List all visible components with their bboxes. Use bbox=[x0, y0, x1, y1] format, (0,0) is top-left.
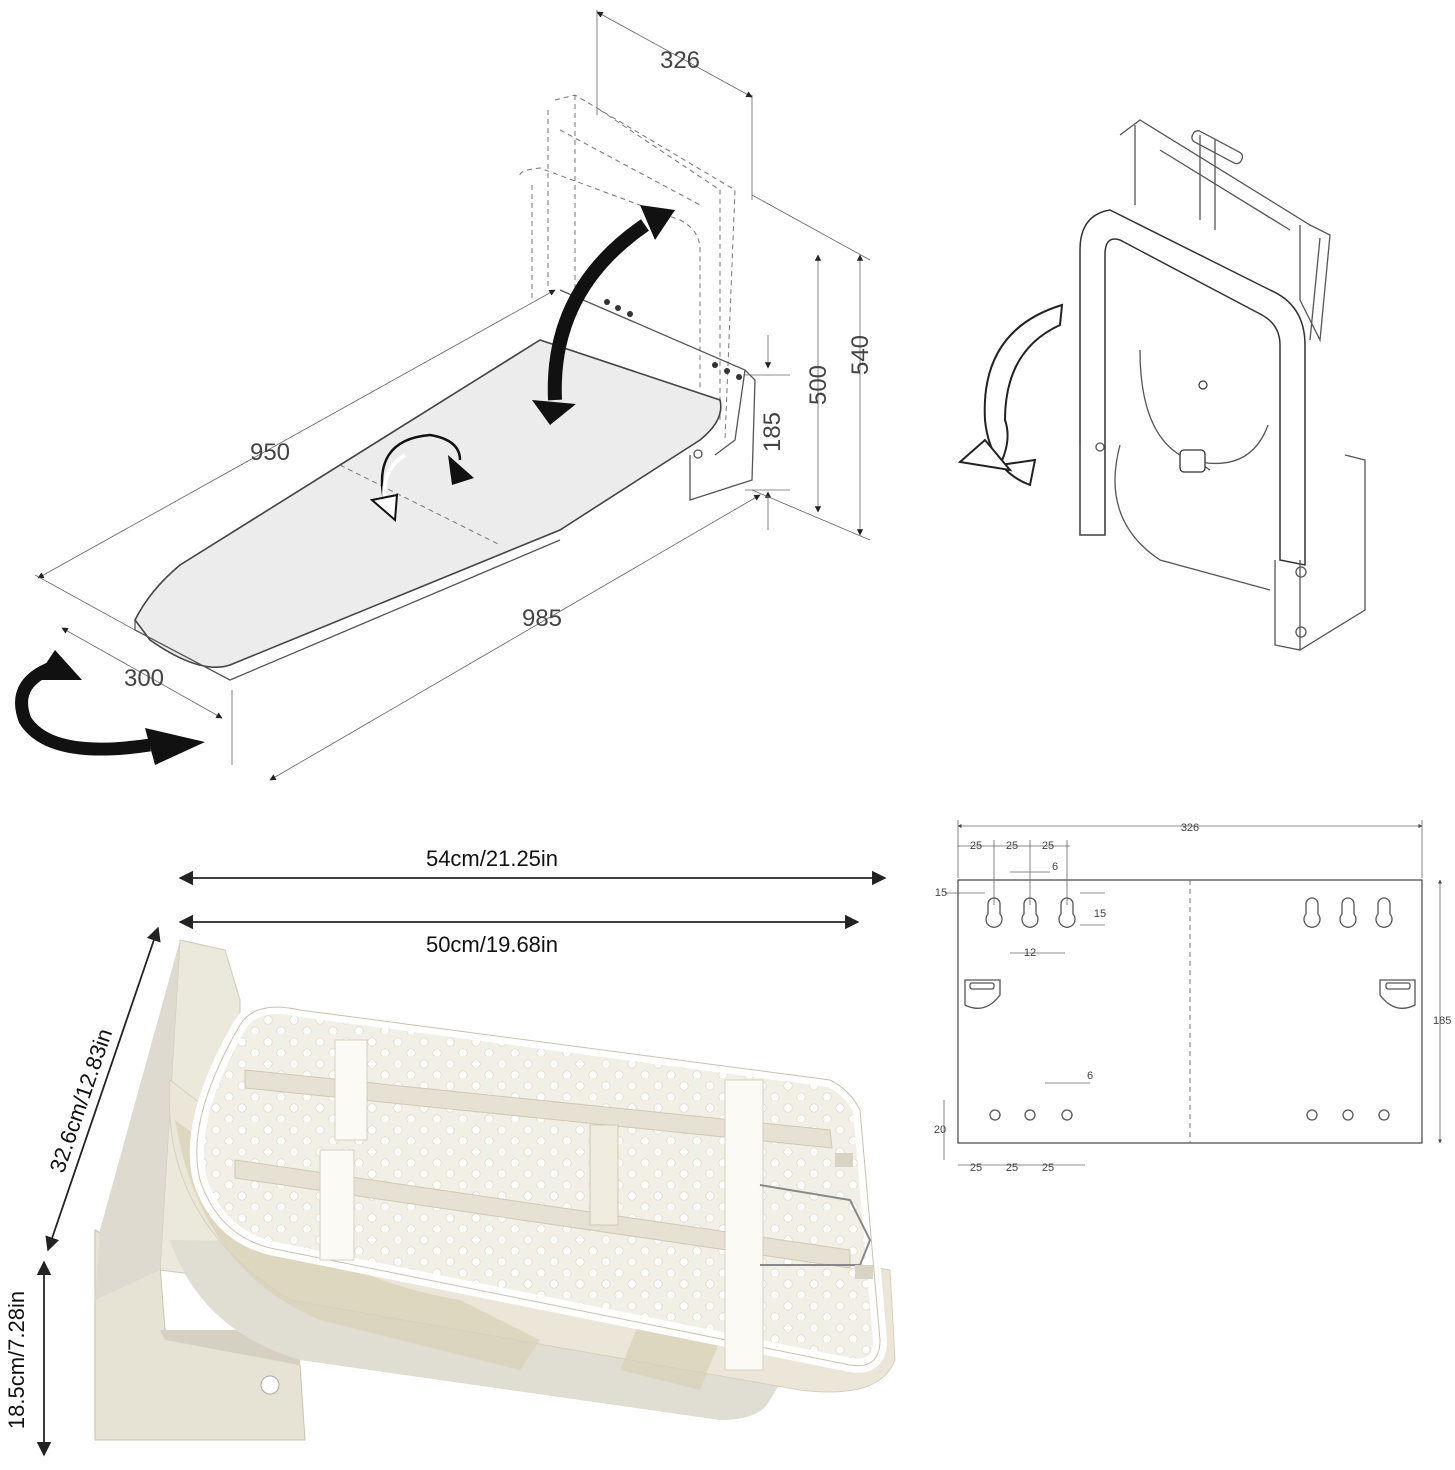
wall-bracket bbox=[559, 289, 756, 501]
lower-holes bbox=[989, 1109, 1390, 1121]
hole-spacing-1: 25 bbox=[970, 840, 982, 852]
dim-board-width: 300 bbox=[124, 665, 164, 692]
photo-board-length: 50cm/19.68in bbox=[426, 932, 558, 957]
unfold-arrow-icon bbox=[957, 303, 1064, 487]
plate-width-label: 326 bbox=[1181, 822, 1199, 834]
bottom-spacing-1: 25 bbox=[970, 1162, 982, 1174]
product-photo bbox=[94, 939, 896, 1441]
slot-offset-top-label: 15 bbox=[935, 887, 947, 899]
dim-depth-top: 326 bbox=[660, 47, 700, 74]
photo-outer-length: 54cm/21.25in bbox=[426, 846, 558, 871]
bottom-spacing-3: 25 bbox=[1042, 1162, 1054, 1174]
photo-height: 18.5cm/7.28in bbox=[4, 1291, 29, 1429]
keyhole-slots bbox=[985, 897, 1393, 928]
hole-spacing-2: 25 bbox=[1006, 840, 1018, 852]
dim-board-length: 950 bbox=[250, 439, 290, 466]
dim-total-height: 540 bbox=[847, 335, 874, 375]
mounting-plate-drawing: 326 185 25 25 25 6 15 15 12 bbox=[934, 820, 1451, 1174]
rotate-arrow-icon bbox=[15, 650, 205, 765]
slot-width-label: 6 bbox=[1052, 861, 1058, 873]
isometric-board-drawing: 326 950 985 300 185 500 540 bbox=[15, 10, 874, 781]
lower-hole-offset-label: 20 bbox=[934, 1124, 946, 1136]
slot-pitch-label: 12 bbox=[1024, 947, 1036, 959]
dim-folded-height: 500 bbox=[805, 365, 832, 405]
slot-length-label: 15 bbox=[1094, 908, 1106, 920]
ironing-board-surface bbox=[134, 339, 722, 668]
photo-dimension-lines bbox=[36, 870, 887, 1457]
folded-frame-ghost bbox=[519, 94, 736, 441]
hole-spacing-3: 25 bbox=[1042, 840, 1054, 852]
dim-overall-length: 985 bbox=[522, 605, 562, 632]
plate-height-label: 185 bbox=[1433, 1015, 1451, 1027]
lower-hole-diameter-label: 6 bbox=[1087, 1070, 1093, 1082]
dim-bracket-height: 185 bbox=[759, 412, 786, 452]
folded-unit-drawing bbox=[957, 119, 1366, 651]
bottom-spacing-2: 25 bbox=[1006, 1162, 1018, 1174]
dimension-lines bbox=[34, 10, 871, 781]
plate-hooks bbox=[964, 979, 1416, 1009]
